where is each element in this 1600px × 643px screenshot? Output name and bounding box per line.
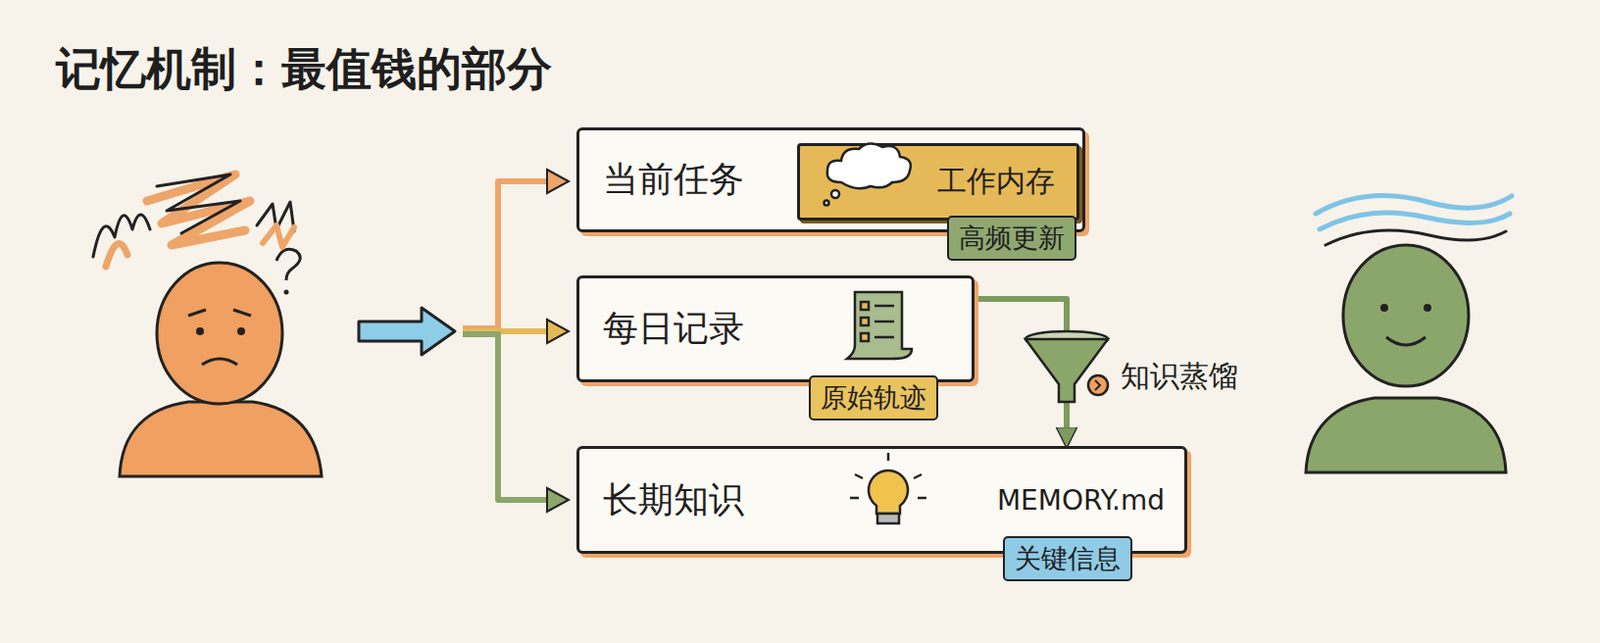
memory-tier-box: 长期知识MEMORY.md关键信息: [576, 446, 1188, 554]
scroll-icon: [847, 292, 912, 359]
input-arrow: [358, 307, 455, 355]
confused-person: [119, 249, 322, 477]
node-label: 当前任务: [602, 155, 745, 204]
calm-person: [1305, 245, 1506, 473]
node-label: 关键信息: [1014, 541, 1121, 577]
memory-tier-box: 每日记录原始轨迹: [576, 275, 975, 383]
node-label: 工作内存: [937, 161, 1055, 202]
branch-arrows: [462, 181, 551, 500]
calm-waves: [1315, 196, 1512, 246]
tag-badge: 原始轨迹: [808, 375, 939, 421]
thought-cloud-icon: [824, 143, 911, 205]
edge-label: 知识蒸馏: [1117, 356, 1242, 398]
confusion-scribbles: [93, 174, 295, 267]
branch-arrowheads: [547, 169, 569, 512]
file-name: MEMORY.md: [997, 484, 1165, 517]
node-label: 原始轨迹: [820, 380, 927, 416]
working-memory-box: 工作内存: [797, 143, 1080, 221]
node-label: 每日记录: [602, 304, 745, 353]
distill-funnel: [1025, 331, 1108, 402]
distill-connector: [974, 299, 1067, 445]
diagram-title: 记忆机制：最值钱的部分: [55, 39, 552, 100]
lightbulb-icon: [850, 452, 927, 524]
tag-badge: 关键信息: [1002, 536, 1133, 582]
node-label: 高频更新: [958, 220, 1065, 256]
node-label: 长期知识: [602, 476, 745, 525]
tag-badge: 高频更新: [947, 215, 1077, 261]
memory-tier-box: 当前任务工作内存高频更新: [576, 127, 1086, 233]
